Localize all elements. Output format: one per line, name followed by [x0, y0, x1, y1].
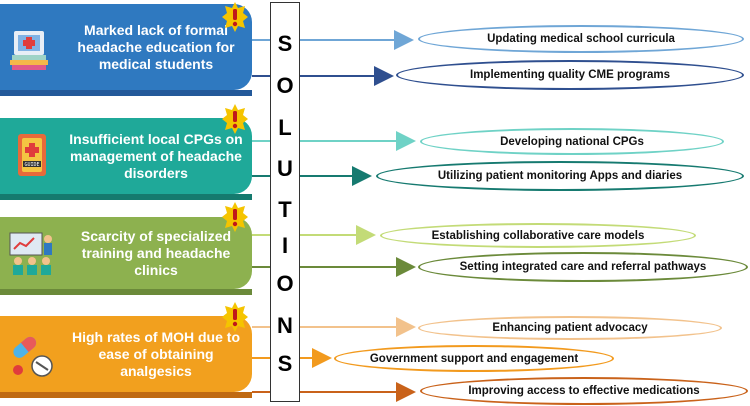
solutions-letter: S: [277, 31, 293, 56]
solutions-letter: O: [276, 271, 294, 296]
problem-box-education: Marked lack of formal headache education…: [0, 4, 252, 96]
solution-ellipse: Utilizing patient monitoring Apps and di…: [376, 161, 744, 191]
svg-text:GUIDE: GUIDE: [24, 162, 39, 168]
training-classroom-icon: [9, 232, 52, 275]
problem-box-underline: [0, 392, 252, 398]
medical-school-icon: [10, 31, 48, 70]
solution-ellipse: Improving access to effective medication…: [420, 377, 748, 405]
guide-book-icon: GUIDE: [18, 134, 46, 176]
problem-box-underline: [0, 289, 252, 295]
problem-text: High rates of MOH due to ease of obtaini…: [72, 328, 240, 379]
solution-ellipse: Establishing collaborative care models: [380, 223, 696, 248]
warning-icon: [222, 202, 248, 232]
solution-ellipse: Updating medical school curricula: [418, 25, 744, 53]
warning-icon: [222, 302, 248, 332]
solutions-letter: I: [281, 233, 289, 258]
problem-box-underline: [0, 90, 252, 96]
solutions-column: S O L U T I O N S: [270, 2, 300, 402]
solution-ellipse: Implementing quality CME programs: [396, 60, 744, 90]
solution-ellipse: Enhancing patient advocacy: [418, 316, 722, 340]
solutions-letter: T: [278, 197, 292, 222]
problem-box-cpgs: GUIDE Insufficient local CPGs on managem…: [0, 118, 252, 200]
problem-text: Marked lack of formal headache education…: [77, 21, 235, 72]
problem-box-training: Scarcity of specialized training and hea…: [0, 217, 252, 295]
warning-icon: [222, 2, 248, 32]
warning-icon: [222, 104, 248, 134]
problem-text: Insufficient local CPGs on management of…: [69, 130, 243, 181]
problem-box-underline: [0, 194, 252, 200]
problem-box-moh: High rates of MOH due to ease of obtaini…: [0, 316, 252, 398]
solutions-letter: S: [277, 351, 293, 376]
pills-icon: [13, 336, 53, 377]
solution-ellipse: Developing national CPGs: [420, 128, 724, 155]
solution-ellipse: Government support and engagement: [334, 345, 614, 372]
solutions-letter: O: [276, 73, 294, 98]
problem-text: Scarcity of specialized training and hea…: [80, 227, 232, 278]
solution-ellipse: Setting integrated care and referral pat…: [418, 252, 748, 282]
solutions-letter: N: [277, 313, 293, 338]
solutions-letter: U: [277, 156, 293, 181]
solutions-letter: L: [278, 115, 292, 140]
